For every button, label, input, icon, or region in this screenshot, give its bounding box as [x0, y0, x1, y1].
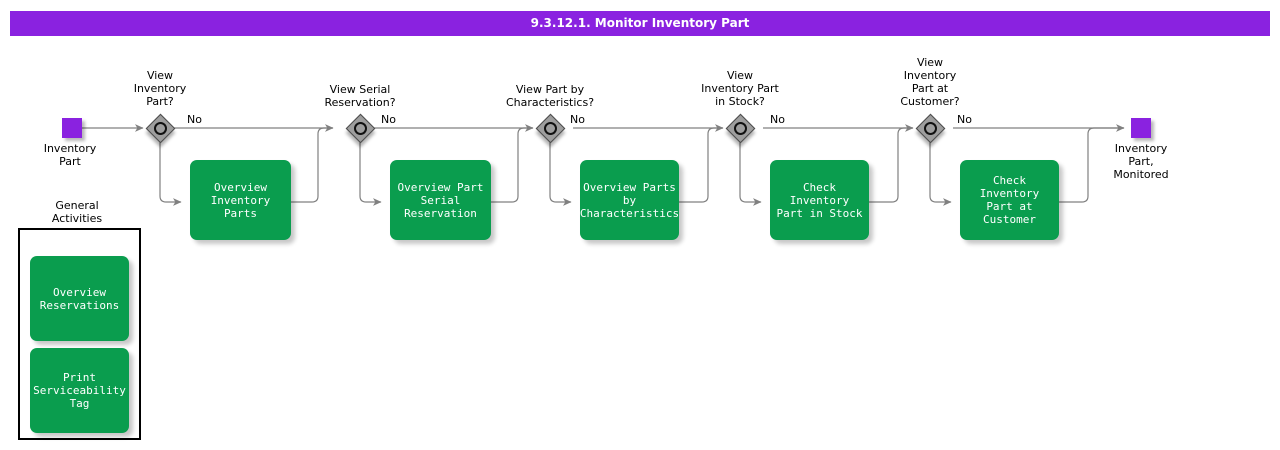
- gateway-event-circle-icon: [734, 122, 747, 135]
- edge-label-no-5: No: [957, 113, 972, 126]
- edge-label-no-4: No: [770, 113, 785, 126]
- gateway-label-4: View Inventory Part in Stock?: [701, 69, 779, 108]
- edge-gw1-task1: [159, 141, 182, 206]
- task-check-inventory-part-in-stock[interactable]: Check Inventory Part in Stock: [770, 160, 869, 240]
- end-event-label: Inventory Part, Monitored: [1113, 142, 1169, 181]
- general-activities-title: General Activities: [51, 199, 103, 225]
- gateway-event-circle-icon: [924, 122, 937, 135]
- task-overview-parts-by-characteristics[interactable]: Overview Parts by Characteristics: [580, 160, 679, 240]
- gateway-event-circle-icon: [354, 122, 367, 135]
- title-bar: 9.3.12.1. Monitor Inventory Part: [10, 11, 1270, 36]
- edge-gw5-task5: [929, 141, 952, 206]
- gateway-event-circle-icon: [154, 122, 167, 135]
- task-overview-inventory-parts[interactable]: Overview Inventory Parts: [190, 160, 291, 240]
- edge-label-no-3: No: [570, 113, 585, 126]
- start-event-label: Inventory Part: [43, 142, 97, 168]
- gateway-view-inventory-part-at-customer[interactable]: [915, 113, 946, 144]
- gateway-label-3: View Part by Characteristics?: [505, 83, 595, 109]
- gateway-event-circle-icon: [544, 122, 557, 135]
- gateway-label-2: View Serial Reservation?: [324, 83, 396, 109]
- task-overview-part-serial-reservation[interactable]: Overview Part Serial Reservation: [390, 160, 491, 240]
- gateway-label-1: View Inventory Part?: [133, 69, 187, 108]
- gateway-view-serial-reservation[interactable]: [345, 113, 376, 144]
- edge-task1-rejoin: [291, 127, 333, 203]
- gateway-view-inventory-part-in-stock[interactable]: [725, 113, 756, 144]
- edge-label-no-1: No: [187, 113, 202, 126]
- edge-task3-rejoin: [679, 127, 723, 203]
- edge-task5-rejoin: [1059, 127, 1124, 203]
- edge-task2-rejoin: [491, 127, 533, 203]
- end-event-inventory-part-monitored[interactable]: [1131, 118, 1151, 138]
- start-event-inventory-part[interactable]: [62, 118, 82, 138]
- task-check-inventory-part-at-customer[interactable]: Check Inventory Part at Customer: [960, 160, 1059, 240]
- edge-gw2-task2: [359, 141, 382, 206]
- edge-gw4-task4: [739, 141, 762, 206]
- gateway-view-inventory-part[interactable]: [145, 113, 176, 144]
- task-print-serviceability-tag[interactable]: Print Serviceability Tag: [30, 348, 129, 433]
- edge-gw3-task3: [549, 141, 572, 206]
- task-overview-reservations[interactable]: Overview Reservations: [30, 256, 129, 341]
- gateway-label-5: View Inventory Part at Customer?: [900, 56, 960, 108]
- edge-label-no-2: No: [381, 113, 396, 126]
- edge-task4-rejoin: [869, 127, 913, 203]
- page-title: 9.3.12.1. Monitor Inventory Part: [530, 16, 750, 30]
- gateway-view-part-by-characteristics[interactable]: [535, 113, 566, 144]
